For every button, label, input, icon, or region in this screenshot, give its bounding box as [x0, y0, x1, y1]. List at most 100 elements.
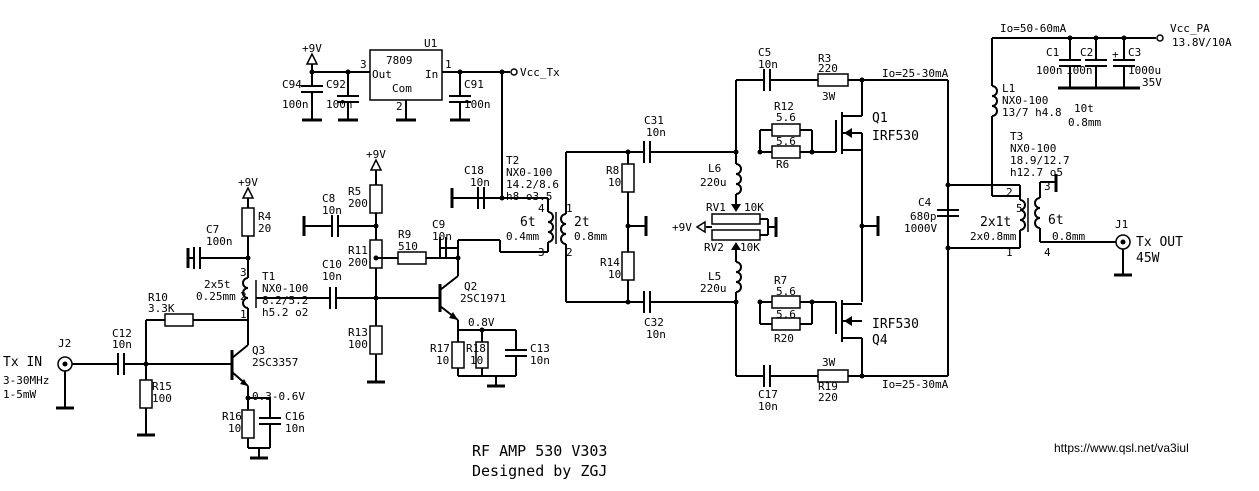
u1-pin1: 1 [445, 58, 452, 71]
c4-value: 680p [910, 210, 937, 223]
transistor-q3 [230, 320, 249, 398]
t3-dims: 18.9/12.7 [1010, 154, 1070, 167]
l1-turns: 10t [1074, 102, 1094, 115]
t2-core: NX0-100 [506, 166, 552, 179]
schematic-author: Designed by ZGJ [472, 462, 607, 480]
tx-out-power: 45W [1136, 251, 1160, 266]
c17-value: 10n [758, 400, 778, 413]
c8-value: 10n [322, 204, 342, 217]
t3-pin2: 2 [1006, 186, 1013, 199]
svg-text:+: + [1112, 48, 1119, 61]
potentiometer-rv1 [711, 213, 761, 225]
r5-value: 200 [348, 197, 368, 210]
t2-pin2: 2 [566, 246, 573, 259]
tx-in-label: Tx IN [3, 355, 42, 370]
vcc9-label-1: +9V [238, 176, 258, 189]
l1-core: NX0-100 [1002, 94, 1048, 107]
resistor-r4 [241, 207, 255, 237]
l5-label: L5 [708, 270, 721, 283]
r5-label: R5 [348, 185, 361, 198]
r13-label: R13 [348, 326, 368, 339]
t3-pri-wire: 2x0.8mm [970, 230, 1017, 243]
vcc-pa-label: Vcc_PA [1170, 22, 1210, 35]
t2-sec-turns: 2t [574, 215, 590, 230]
r3-power: 3W [822, 90, 836, 103]
io-bot-label: Io=25-30mA [882, 378, 949, 391]
c10-label: C10 [322, 258, 342, 271]
resistor-r13 [369, 325, 383, 355]
r6-value: 5.6 [776, 135, 796, 148]
r16-label: R16 [222, 410, 242, 423]
c32-label: C32 [644, 316, 664, 329]
c17-label: C17 [758, 388, 778, 401]
l6-label: L6 [708, 162, 721, 175]
resistor-r15 [139, 379, 153, 409]
c94-value: 100n [282, 98, 309, 111]
c91-label: C91 [464, 78, 484, 91]
u1-pin2: 2 [396, 100, 403, 113]
resistor-r11 [369, 239, 383, 269]
transformer-t2 [547, 211, 567, 245]
q3-emitter-voltage: 0.3-0.6V [252, 390, 305, 403]
u1-label: U1 [424, 37, 437, 50]
t3-sec-wire: 0.8mm [1052, 230, 1085, 243]
l6-value: 220u [700, 176, 727, 189]
resistor-r5 [369, 184, 383, 214]
inductor-l6 [735, 163, 742, 195]
t3-sec-turns: 6t [1048, 213, 1064, 228]
j2-label: J2 [58, 337, 71, 350]
c92-label: C92 [326, 78, 346, 91]
r19-power: 3W [822, 356, 836, 369]
c1-label: C1 [1046, 46, 1059, 59]
c94-label: C94 [282, 78, 302, 91]
io-pa-label: Io=50-60mA [1000, 22, 1067, 35]
t1-dims2: h5.2 o2 [262, 306, 308, 319]
vcc-tx-label: Vcc_Tx [520, 66, 560, 79]
c32-value: 10n [646, 328, 666, 341]
resistor-r3 [817, 73, 849, 87]
j1-label: J1 [1115, 218, 1128, 231]
mosfet-q1 [835, 80, 863, 154]
r8-label: R8 [606, 164, 619, 177]
transformer-t3 [1019, 185, 1041, 248]
vcc-arrow-4 [695, 220, 706, 234]
vcc-arrow-3 [305, 52, 319, 65]
l5-value: 220u [700, 282, 727, 295]
r8-value: 10 [608, 176, 621, 189]
t2-pin3: 3 [538, 246, 545, 259]
q3-label: Q3 [252, 344, 265, 357]
c31-value: 10n [646, 126, 666, 139]
c9-value: 10n [432, 230, 452, 243]
q4-label: Q4 [872, 333, 888, 348]
t2-sec-wire: 0.8mm [574, 230, 607, 243]
r14-value: 10 [608, 268, 621, 281]
u1-in: In [425, 68, 438, 81]
c31-label: C31 [644, 114, 664, 127]
resistor-r9 [397, 251, 427, 265]
tx-in-power: 1-5mW [3, 388, 36, 401]
r9-value: 510 [398, 240, 418, 253]
c9-label: C9 [432, 218, 445, 231]
resistor-r8 [621, 163, 635, 193]
u1-type: 7809 [386, 54, 413, 67]
vcc9-label-2: +9V [366, 148, 386, 161]
r4-value: 20 [258, 222, 271, 235]
t3-label: T3 [1010, 130, 1023, 143]
transistor-q2 [438, 248, 459, 330]
c3-voltage: 35V [1142, 76, 1162, 89]
u1-pin3: 3 [360, 58, 367, 71]
capacitor-c5 [763, 69, 771, 91]
c13-value: 10n [530, 354, 550, 367]
rv1-label: RV1 [706, 201, 726, 214]
l1-dims: 13/7 h4.8 [1002, 106, 1062, 119]
t3-pin5: 5 [1016, 202, 1023, 215]
r19-value: 220 [818, 391, 838, 404]
t2-pin4: 4 [538, 202, 545, 215]
r14-label: R14 [600, 256, 620, 269]
schematic-title: RF AMP 530 V303 [472, 442, 607, 460]
c2-value: 100n [1066, 64, 1093, 77]
c13-label: C13 [530, 342, 550, 355]
r9-label: R9 [398, 228, 411, 241]
capacitor-c4 [937, 209, 959, 217]
c16-value: 10n [285, 422, 305, 435]
